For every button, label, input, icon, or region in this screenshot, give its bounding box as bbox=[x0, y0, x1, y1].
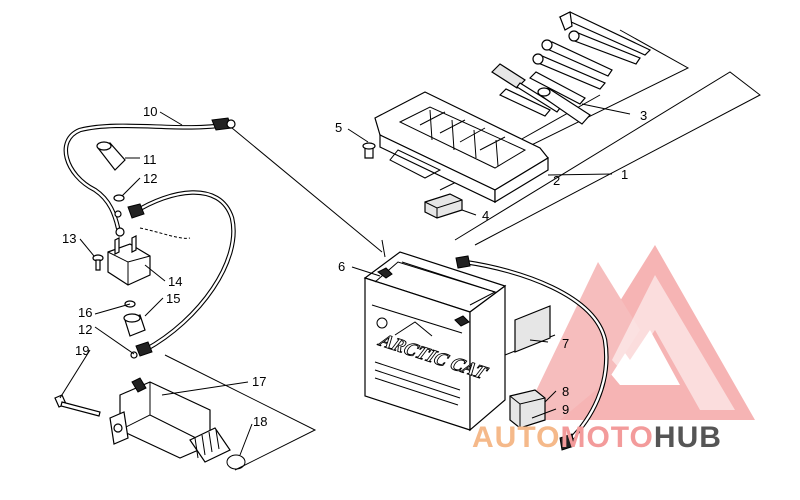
watermark-logo bbox=[522, 245, 755, 420]
callout-10: 10 bbox=[143, 104, 157, 119]
solenoid-16 bbox=[107, 227, 151, 286]
storage-tray bbox=[374, 91, 549, 204]
pad-7 bbox=[514, 305, 551, 353]
watermark-part-moto: MOTO bbox=[560, 421, 653, 454]
callout-13: 13 bbox=[62, 231, 76, 246]
starter-motor-17 bbox=[109, 377, 231, 463]
terminal-cap-15 bbox=[123, 313, 146, 337]
watermark-part-auto: AUTO bbox=[472, 421, 560, 454]
callout-18: 18 bbox=[253, 414, 267, 429]
callout-3: 3 bbox=[640, 108, 647, 123]
pad-8 bbox=[509, 389, 546, 429]
tool-kit bbox=[491, 11, 652, 125]
callout-12-upper: 12 bbox=[143, 171, 157, 186]
callout-14: 14 bbox=[168, 274, 182, 289]
watermark-text: AUTOMOTOHUB bbox=[472, 421, 722, 454]
logo-triangle-left-icon bbox=[522, 262, 640, 420]
callout-8: 8 bbox=[562, 384, 569, 399]
callout-17: 17 bbox=[252, 374, 266, 389]
pad-4 bbox=[424, 193, 463, 219]
battery: ARCTIC CAT bbox=[363, 251, 507, 432]
callout-12-lower: 12 bbox=[78, 322, 92, 337]
callout-1: 1 bbox=[621, 167, 628, 182]
callout-11: 11 bbox=[143, 152, 157, 167]
nut-12-upper bbox=[113, 194, 125, 218]
callout-19: 19 bbox=[75, 343, 89, 358]
callout-9: 9 bbox=[562, 402, 569, 417]
svg-text:AUTOMOTOHUB: AUTOMOTOHUB bbox=[472, 421, 722, 454]
logo-triangle-inner-icon bbox=[612, 275, 735, 410]
callout-2: 2 bbox=[553, 173, 560, 188]
callout-4: 4 bbox=[482, 208, 489, 223]
bolt-19 bbox=[54, 394, 101, 417]
battery-mountain-logo-icon bbox=[394, 321, 433, 337]
callout-6: 6 bbox=[338, 259, 345, 274]
watermark-part-hub: HUB bbox=[654, 421, 722, 454]
screw-13 bbox=[92, 254, 104, 271]
callout-7: 7 bbox=[562, 336, 569, 351]
cable-14 bbox=[127, 190, 236, 357]
callout-numbers: 1 2 3 4 5 6 7 8 9 10 11 12 13 14 15 16 1… bbox=[62, 104, 647, 429]
screw-5 bbox=[362, 142, 376, 159]
cable-9 bbox=[455, 255, 609, 451]
terminal-cap-11 bbox=[96, 141, 126, 171]
o-ring-18 bbox=[226, 454, 246, 470]
callout-5: 5 bbox=[335, 120, 342, 135]
callout-15: 15 bbox=[166, 291, 180, 306]
leader-lines bbox=[59, 103, 631, 456]
callout-16: 16 bbox=[78, 305, 92, 320]
cable-10 bbox=[63, 117, 236, 231]
